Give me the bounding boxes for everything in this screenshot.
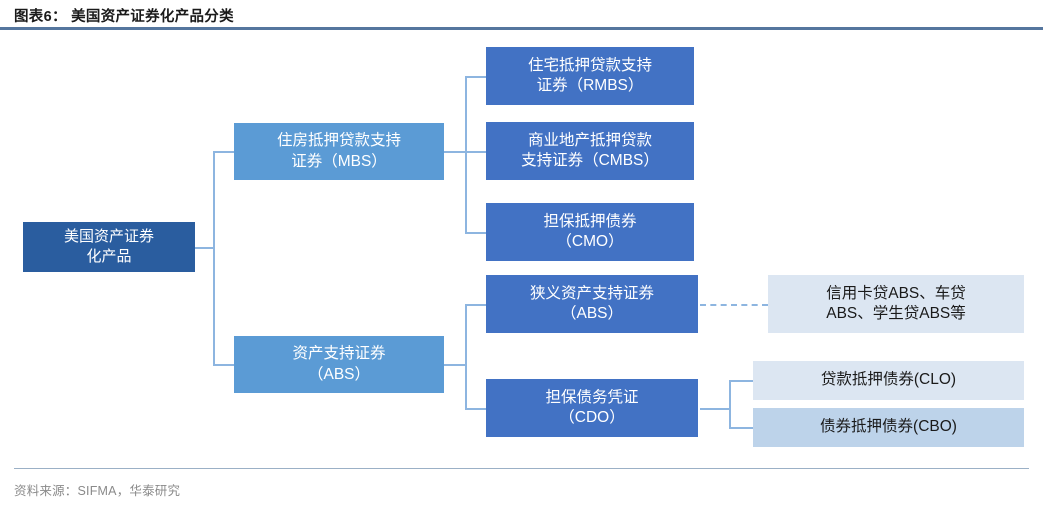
node-mbs[interactable]: 住房抵押贷款支持 证券（MBS） <box>234 123 444 180</box>
connector-mbs-to-cmo <box>465 232 487 234</box>
connector-root-stub <box>195 247 215 249</box>
connector-abs-stub <box>443 364 467 366</box>
diagram-canvas: 美国资产证券 化产品 住房抵押贷款支持 证券（MBS） 住宅抵押贷款支持 证券（… <box>0 30 1043 465</box>
connector-mbs-to-cmbs <box>465 151 487 153</box>
node-abs-examples-label: 信用卡贷ABS、车贷 ABS、学生贷ABS等 <box>826 284 966 322</box>
connector-mbs-stub <box>443 151 467 153</box>
connector-mbs-spine <box>465 77 467 233</box>
node-clo[interactable]: 贷款抵押债券(CLO) <box>753 361 1024 400</box>
node-cmo-label: 担保抵押债券 （CMO） <box>543 212 637 250</box>
node-cbo-label: 债券抵押债券(CBO) <box>820 418 957 436</box>
node-root[interactable]: 美国资产证券 化产品 <box>23 222 195 272</box>
node-cmbs-label: 商业地产抵押贷款 支持证券（CMBS） <box>521 131 659 169</box>
footer-divider <box>14 468 1029 469</box>
node-cbo[interactable]: 债券抵押债券(CBO) <box>753 408 1024 447</box>
connector-abs-spine <box>465 305 467 409</box>
node-cdo-label: 担保债务凭证 （CDO） <box>545 388 639 426</box>
connector-abs-to-narrow-abs <box>465 304 487 306</box>
source-note: 资料来源：SIFMA，华泰研究 <box>14 484 181 498</box>
connector-mbs-to-rmbs <box>465 76 487 78</box>
node-rmbs[interactable]: 住宅抵押贷款支持 证券（RMBS） <box>486 47 694 105</box>
node-rmbs-label: 住宅抵押贷款支持 证券（RMBS） <box>527 56 652 94</box>
node-narrow-abs[interactable]: 狭义资产支持证券 （ABS） <box>486 275 698 333</box>
connector-narrow-abs-to-examples <box>700 304 768 306</box>
node-clo-label: 贷款抵押债券(CLO) <box>820 371 957 389</box>
connector-cdo-to-cbo <box>729 427 753 429</box>
connector-cdo-to-clo <box>729 380 753 382</box>
node-root-label: 美国资产证券 化产品 <box>63 228 154 265</box>
connector-root-spine <box>213 152 215 366</box>
page-title: 图表6： 美国资产证券化产品分类 <box>14 9 234 25</box>
node-cmo[interactable]: 担保抵押债券 （CMO） <box>486 203 694 261</box>
node-abs-examples[interactable]: 信用卡贷ABS、车贷 ABS、学生贷ABS等 <box>768 275 1024 333</box>
connector-cdo-spine <box>729 381 731 429</box>
connector-root-to-mbs <box>213 151 235 153</box>
connector-abs-to-cdo <box>465 408 487 410</box>
connector-cdo-stub <box>700 408 730 410</box>
node-abs-label: 资产支持证券 （ABS） <box>292 345 386 383</box>
node-cdo[interactable]: 担保债务凭证 （CDO） <box>486 379 698 437</box>
node-mbs-label: 住房抵押贷款支持 证券（MBS） <box>276 132 401 170</box>
node-abs[interactable]: 资产支持证券 （ABS） <box>234 336 444 393</box>
node-narrow-abs-label: 狭义资产支持证券 （ABS） <box>529 284 654 322</box>
title-divider <box>0 27 1043 30</box>
connector-root-to-abs <box>213 364 235 366</box>
node-cmbs[interactable]: 商业地产抵押贷款 支持证券（CMBS） <box>486 122 694 180</box>
